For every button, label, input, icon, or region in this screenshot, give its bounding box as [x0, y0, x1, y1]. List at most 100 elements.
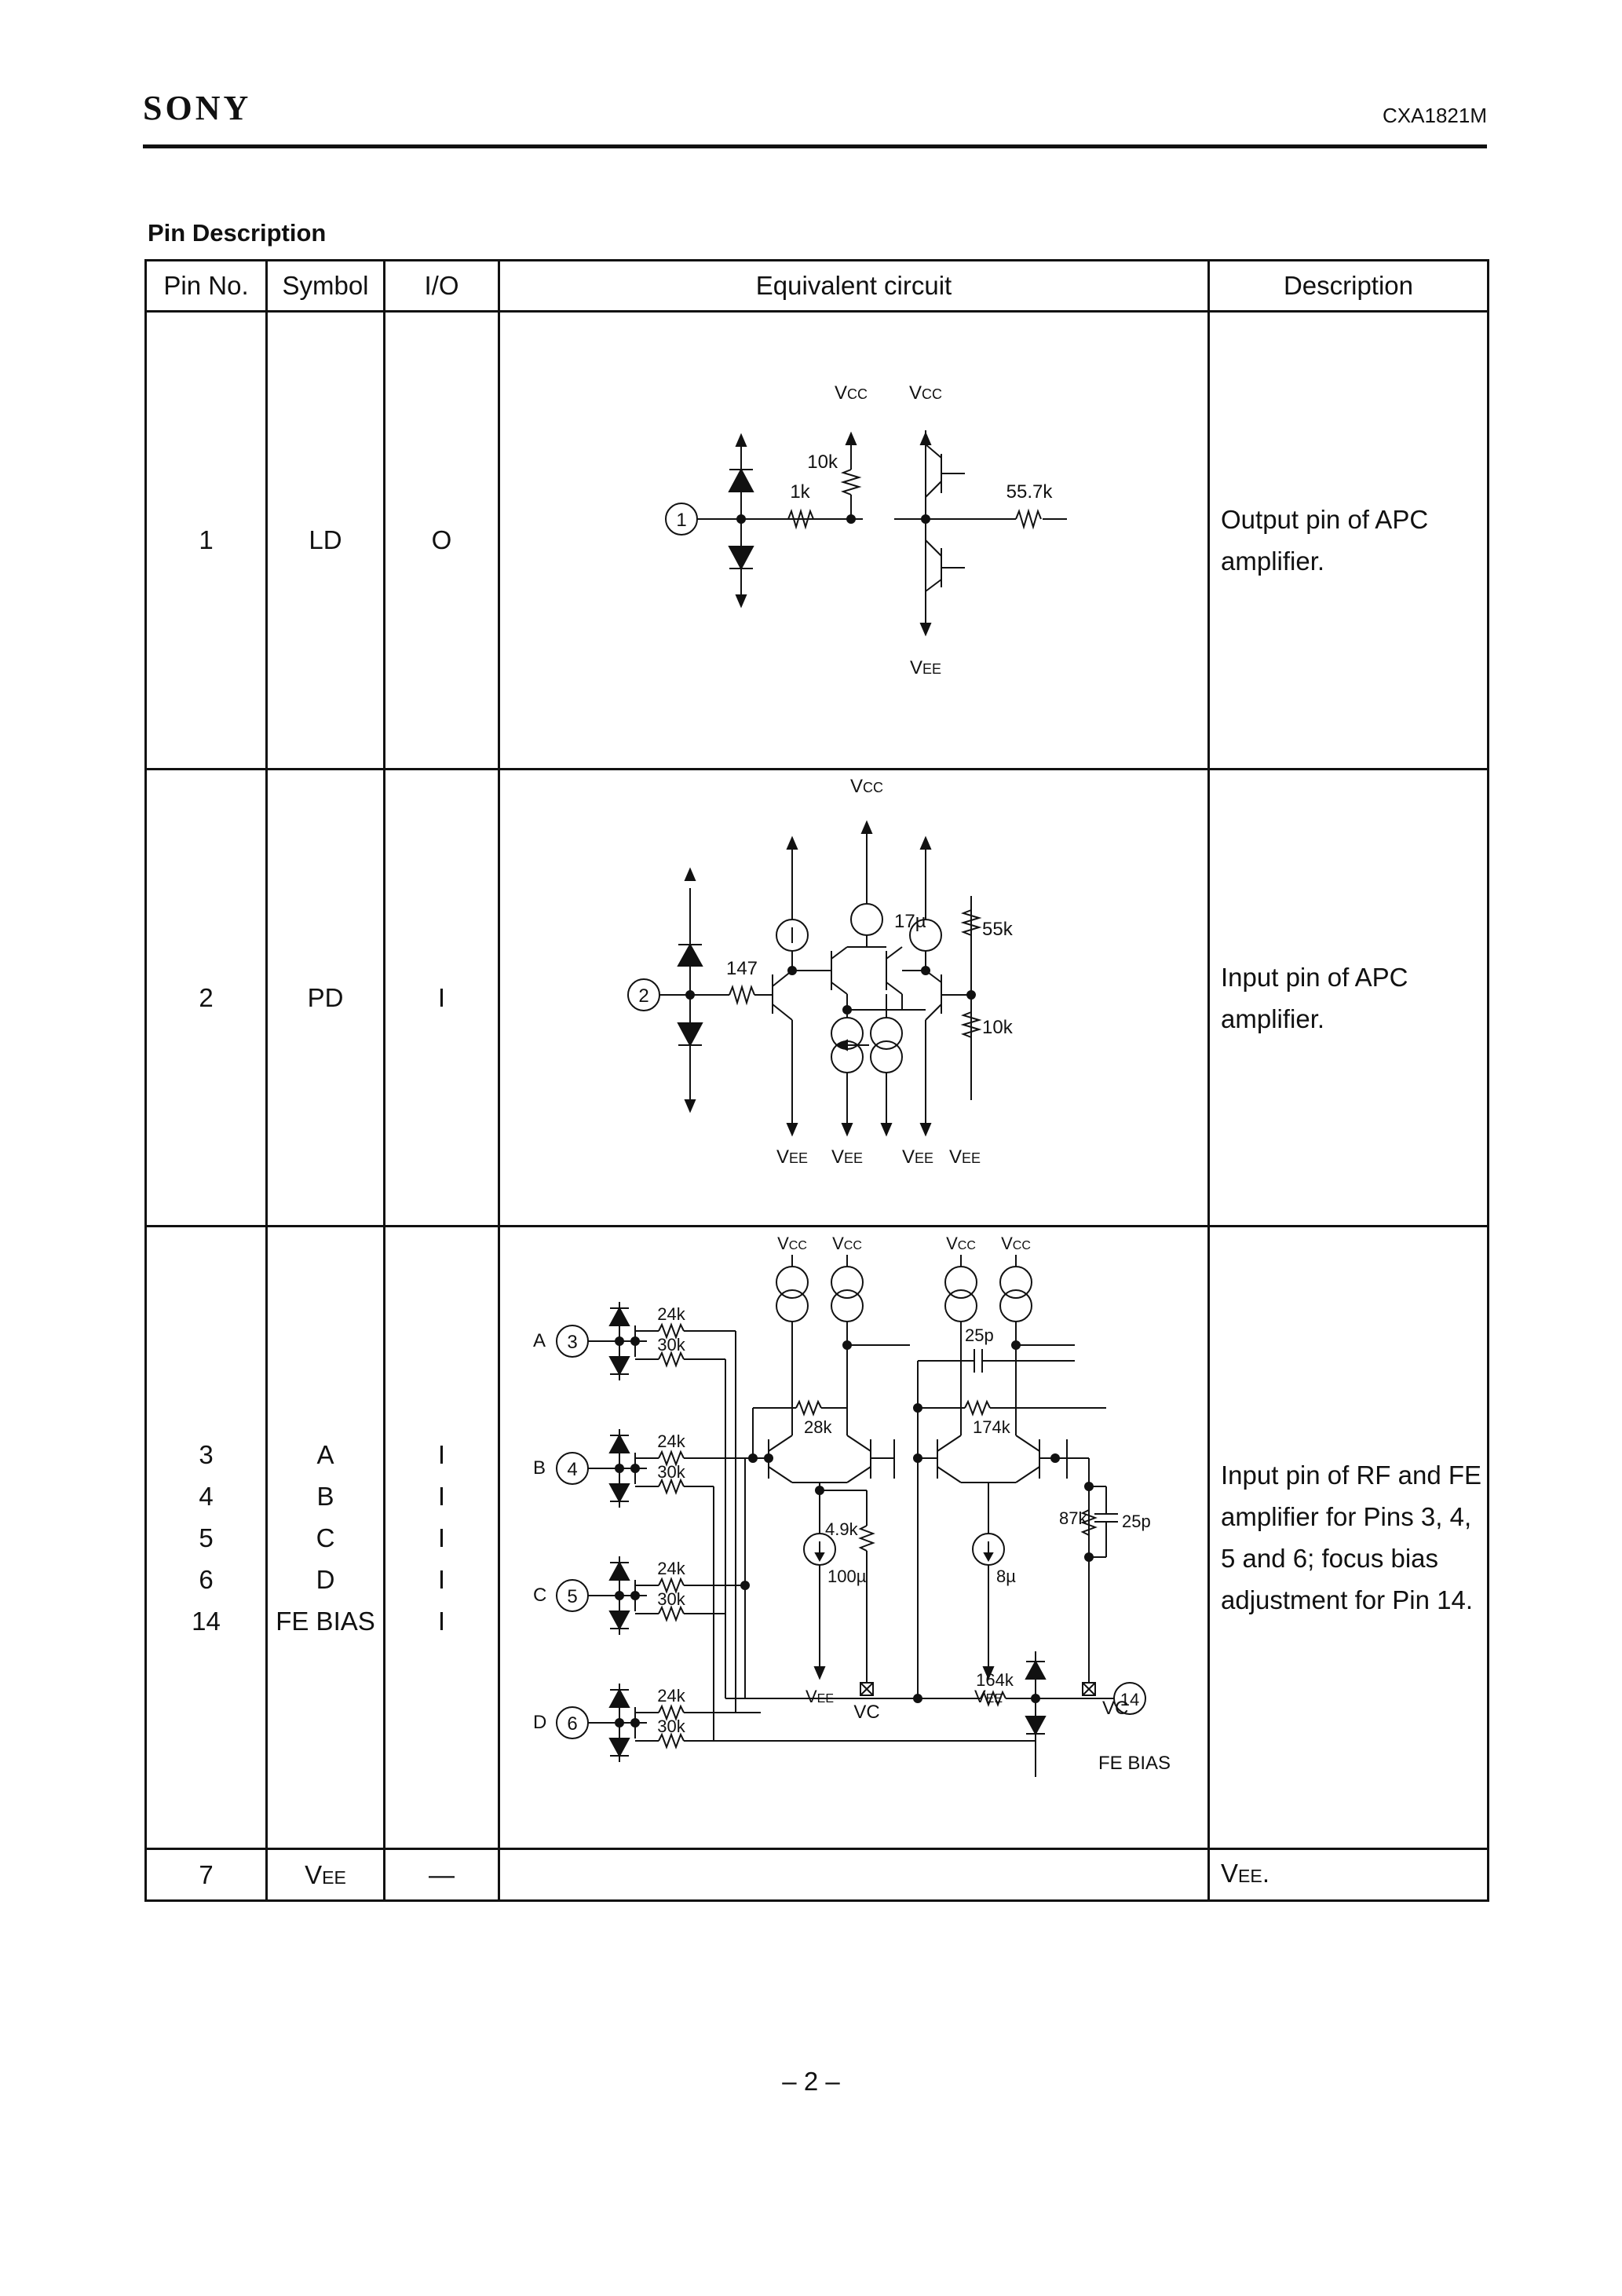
io: I	[437, 1481, 446, 1511]
equivalent-circuit-cell: 1	[498, 310, 1210, 770]
svg-text:3: 3	[567, 1332, 577, 1353]
pin-no: 3	[199, 1439, 214, 1469]
svg-text:1: 1	[676, 510, 686, 531]
svg-text:10k: 10k	[807, 452, 838, 473]
svg-text:C: C	[533, 1585, 546, 1606]
pin-no: 1	[144, 310, 268, 770]
svg-text:VCC: VCC	[777, 1234, 807, 1253]
svg-text:VEE: VEE	[805, 1687, 833, 1706]
svg-text:VEE: VEE	[901, 1146, 933, 1168]
header-description: Description	[1207, 259, 1489, 313]
symbol: PD	[265, 768, 385, 1227]
description: Output pin of APC amplifier.	[1207, 310, 1489, 770]
io: O	[383, 310, 500, 770]
pd-circuit-diagram: 2	[627, 776, 1014, 1168]
io: I	[437, 1523, 446, 1552]
sony-logo: SONY	[143, 89, 252, 127]
svg-text:5: 5	[567, 1586, 577, 1607]
svg-text:6: 6	[567, 1713, 577, 1735]
header-io: I/O	[383, 259, 500, 313]
svg-text:VEE: VEE	[948, 1146, 980, 1168]
symbol: LD	[265, 310, 385, 770]
description: Input pin of RF and FE amplifier for Pin…	[1207, 1225, 1489, 1850]
svg-text:D: D	[533, 1712, 546, 1733]
equivalent-circuit-cell	[498, 1848, 1210, 1902]
equivalent-circuit-cell: A 3	[498, 1225, 1210, 1850]
header-symbol: Symbol	[265, 259, 385, 313]
io-group: I I I I I	[383, 1225, 500, 1850]
symbol: A	[316, 1439, 334, 1469]
io: I	[383, 768, 500, 1227]
table-row: 7 VEE — VEE.	[144, 1848, 1489, 1902]
pin-no: 2	[144, 768, 268, 1227]
svg-text:10k: 10k	[982, 1017, 1014, 1038]
svg-text:VCC: VCC	[908, 382, 941, 404]
svg-text:1k: 1k	[790, 481, 810, 503]
symbol: VEE	[265, 1848, 385, 1902]
svg-text:VEE: VEE	[909, 657, 941, 678]
svg-text:VC: VC	[1102, 1698, 1128, 1719]
svg-text:30k: 30k	[657, 1717, 685, 1736]
page-number: – 2 –	[782, 2067, 840, 2096]
svg-text:55k: 55k	[982, 919, 1014, 940]
svg-text:VCC: VCC	[849, 776, 882, 797]
svg-text:4: 4	[567, 1459, 577, 1480]
io: I	[437, 1439, 446, 1469]
symbol-group: A B C D FE BIAS	[265, 1225, 385, 1850]
header-equivalent-circuit: Equivalent circuit	[498, 259, 1210, 313]
table-header-row: Pin No. Symbol I/O Equivalent circuit De…	[144, 259, 1489, 313]
io: I	[437, 1564, 446, 1594]
pin-no: 7	[144, 1848, 268, 1902]
svg-text:87k: 87k	[1059, 1508, 1087, 1528]
svg-text:VEE: VEE	[831, 1146, 862, 1168]
svg-text:VEE: VEE	[776, 1146, 807, 1168]
svg-text:VC: VC	[853, 1702, 879, 1723]
svg-text:25p: 25p	[965, 1325, 994, 1345]
equivalent-circuit-cell: 2	[498, 768, 1210, 1227]
table-row: 1 LD O 1	[144, 310, 1489, 770]
ld-circuit-diagram: 1	[664, 382, 1067, 678]
svg-text:25p: 25p	[1122, 1512, 1151, 1531]
pin-no: 5	[199, 1523, 214, 1552]
io: —	[383, 1848, 500, 1902]
svg-text:14: 14	[1120, 1690, 1138, 1709]
rf-fe-circuit-diagram: A 3	[533, 1234, 1171, 1777]
svg-text:55.7k: 55.7k	[1006, 481, 1053, 503]
symbol: D	[316, 1564, 335, 1594]
symbol: B	[316, 1481, 334, 1511]
symbol: C	[316, 1523, 335, 1552]
svg-text:24k: 24k	[657, 1559, 685, 1578]
svg-text:174k: 174k	[973, 1417, 1011, 1437]
svg-text:28k: 28k	[804, 1417, 832, 1437]
header-rule	[143, 144, 1487, 148]
svg-text:8µ: 8µ	[996, 1567, 1016, 1586]
svg-text:30k: 30k	[657, 1462, 685, 1482]
svg-text:B: B	[533, 1457, 546, 1479]
section-title: Pin Description	[148, 219, 327, 247]
svg-text:VCC: VCC	[834, 382, 867, 404]
svg-text:30k: 30k	[657, 1335, 685, 1355]
svg-text:A: A	[533, 1330, 546, 1351]
svg-text:24k: 24k	[657, 1304, 685, 1324]
description: VEE.	[1207, 1848, 1489, 1902]
pin-no: 6	[199, 1564, 214, 1594]
svg-text:164k: 164k	[976, 1670, 1014, 1690]
svg-text:2: 2	[638, 985, 648, 1007]
svg-text:VCC: VCC	[946, 1234, 976, 1253]
header-pin-no: Pin No.	[144, 259, 268, 313]
svg-text:VCC: VCC	[1001, 1234, 1031, 1253]
svg-text:24k: 24k	[657, 1686, 685, 1706]
svg-text:24k: 24k	[657, 1431, 685, 1451]
pin-no: 4	[199, 1481, 214, 1511]
part-number: CXA1821M	[1383, 104, 1487, 127]
svg-text:VCC: VCC	[832, 1234, 862, 1253]
description: Input pin of APC amplifier.	[1207, 768, 1489, 1227]
svg-text:4.9k: 4.9k	[825, 1519, 859, 1539]
svg-text:FE BIAS: FE BIAS	[1098, 1753, 1171, 1774]
svg-text:147: 147	[725, 958, 757, 979]
svg-text:100µ: 100µ	[827, 1567, 867, 1586]
svg-text:30k: 30k	[657, 1589, 685, 1609]
svg-text:17µ: 17µ	[894, 911, 926, 932]
table-row: 3 4 5 6 14 A B C D FE BIAS I I I I I	[144, 1225, 1489, 1850]
pin-description-table: Pin No. Symbol I/O Equivalent circuit De…	[144, 259, 1489, 1902]
